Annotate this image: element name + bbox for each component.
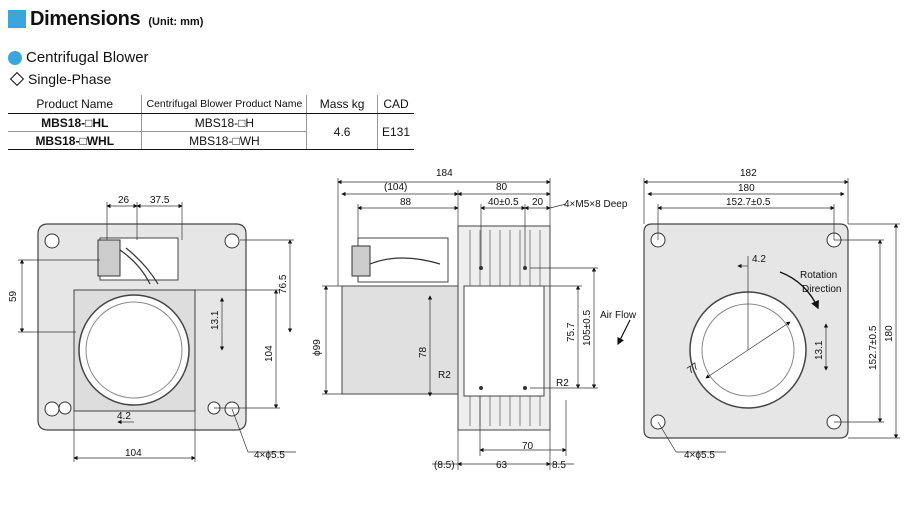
- dim-label: 104: [125, 448, 142, 459]
- dim-label: 184: [436, 168, 453, 179]
- dim-label: R2: [438, 370, 451, 381]
- dim-label: 26: [118, 195, 130, 206]
- header-square-icon: [8, 10, 26, 28]
- dim-label: 180: [738, 183, 755, 194]
- dim-label: 105±0.5: [582, 309, 593, 346]
- page-title: Dimensions: [30, 7, 141, 30]
- col-product-name: Product Name: [8, 95, 142, 114]
- dim-label: 37.5: [150, 195, 170, 206]
- dim-label: 152.7±0.5: [726, 197, 771, 208]
- table-row: MBS18-□WHL MBS18-□WH: [8, 131, 414, 150]
- table-row: MBS18-□HL MBS18-□H 4.6 E131: [8, 113, 414, 150]
- bullet-dot-icon: [8, 50, 22, 65]
- dim-label: 59: [8, 290, 19, 302]
- dim-label: (104): [384, 182, 407, 193]
- dim-label: ϕ99: [312, 339, 323, 356]
- blower-name-cell: MBS18-□H: [141, 113, 307, 132]
- diamond-icon: [9, 71, 25, 87]
- dim-label: 4.2: [752, 254, 766, 265]
- airflow-label: Air Flow: [600, 310, 637, 321]
- dim-label: 152.7±0.5: [868, 325, 879, 370]
- dim-label: 8.5: [552, 460, 566, 471]
- direction-label: Direction: [802, 284, 841, 295]
- subsection-title: Single-Phase: [28, 71, 112, 87]
- spec-table: Product Name Centrifugal Blower Product …: [8, 95, 414, 150]
- side-view: 184 (104) 80 88 40±0.5 20 4×M5×8 Deep ϕ9…: [312, 168, 637, 471]
- dim-label: 104: [264, 345, 275, 362]
- dim-label: 4×ϕ5.5: [254, 450, 285, 461]
- rotation-label: Rotation: [800, 270, 837, 281]
- dim-label: 4×M5×8 Deep: [564, 199, 628, 210]
- unit-label: (Unit: mm): [148, 15, 204, 28]
- dim-label: 13.1: [210, 310, 221, 330]
- dim-label: 80: [496, 182, 508, 193]
- front-view: 26 37.5 59 76.5 13.1 104 4.2 104 4×ϕ5.5: [8, 195, 296, 462]
- dim-label: R2: [556, 378, 569, 389]
- dim-label: 13.1: [814, 340, 825, 360]
- dim-label: 63: [496, 460, 508, 471]
- dim-label: 70: [522, 441, 534, 452]
- dim-label: 88: [400, 197, 412, 208]
- mass-cell: 4.6: [306, 113, 378, 150]
- subsection-heading: Single-Phase: [9, 71, 111, 87]
- dim-label: 4.2: [117, 411, 131, 422]
- dim-label: 78: [418, 346, 429, 358]
- product-name-cell: MBS18-□WHL: [8, 131, 142, 150]
- col-mass: Mass kg: [306, 95, 378, 114]
- dimensions-header: Dimensions (Unit: mm): [8, 6, 203, 32]
- dim-label: 76.5: [278, 274, 289, 294]
- back-view: 182 180 152.7±0.5 4.2 Rotation Direction…: [643, 168, 900, 461]
- dim-label: 20: [532, 197, 544, 208]
- col-blower-name: Centrifugal Blower Product Name: [141, 95, 307, 114]
- dim-label: 4×ϕ5.5: [684, 450, 715, 461]
- dimension-drawing: 26 37.5 59 76.5 13.1 104 4.2 104 4×ϕ5.5: [8, 168, 900, 471]
- dim-label: 182: [740, 168, 757, 179]
- blower-name-cell: MBS18-□WH: [141, 131, 307, 150]
- col-cad: CAD: [376, 95, 414, 114]
- dim-label: 40±0.5: [488, 197, 519, 208]
- cad-link[interactable]: E131: [376, 113, 414, 150]
- dim-label: 180: [884, 325, 895, 342]
- product-name-cell: MBS18-□HL: [8, 113, 142, 132]
- section-heading: Centrifugal Blower: [8, 49, 149, 66]
- dim-label: (8.5): [434, 460, 455, 471]
- dim-label: 75.7: [566, 322, 577, 342]
- section-title: Centrifugal Blower: [26, 49, 149, 66]
